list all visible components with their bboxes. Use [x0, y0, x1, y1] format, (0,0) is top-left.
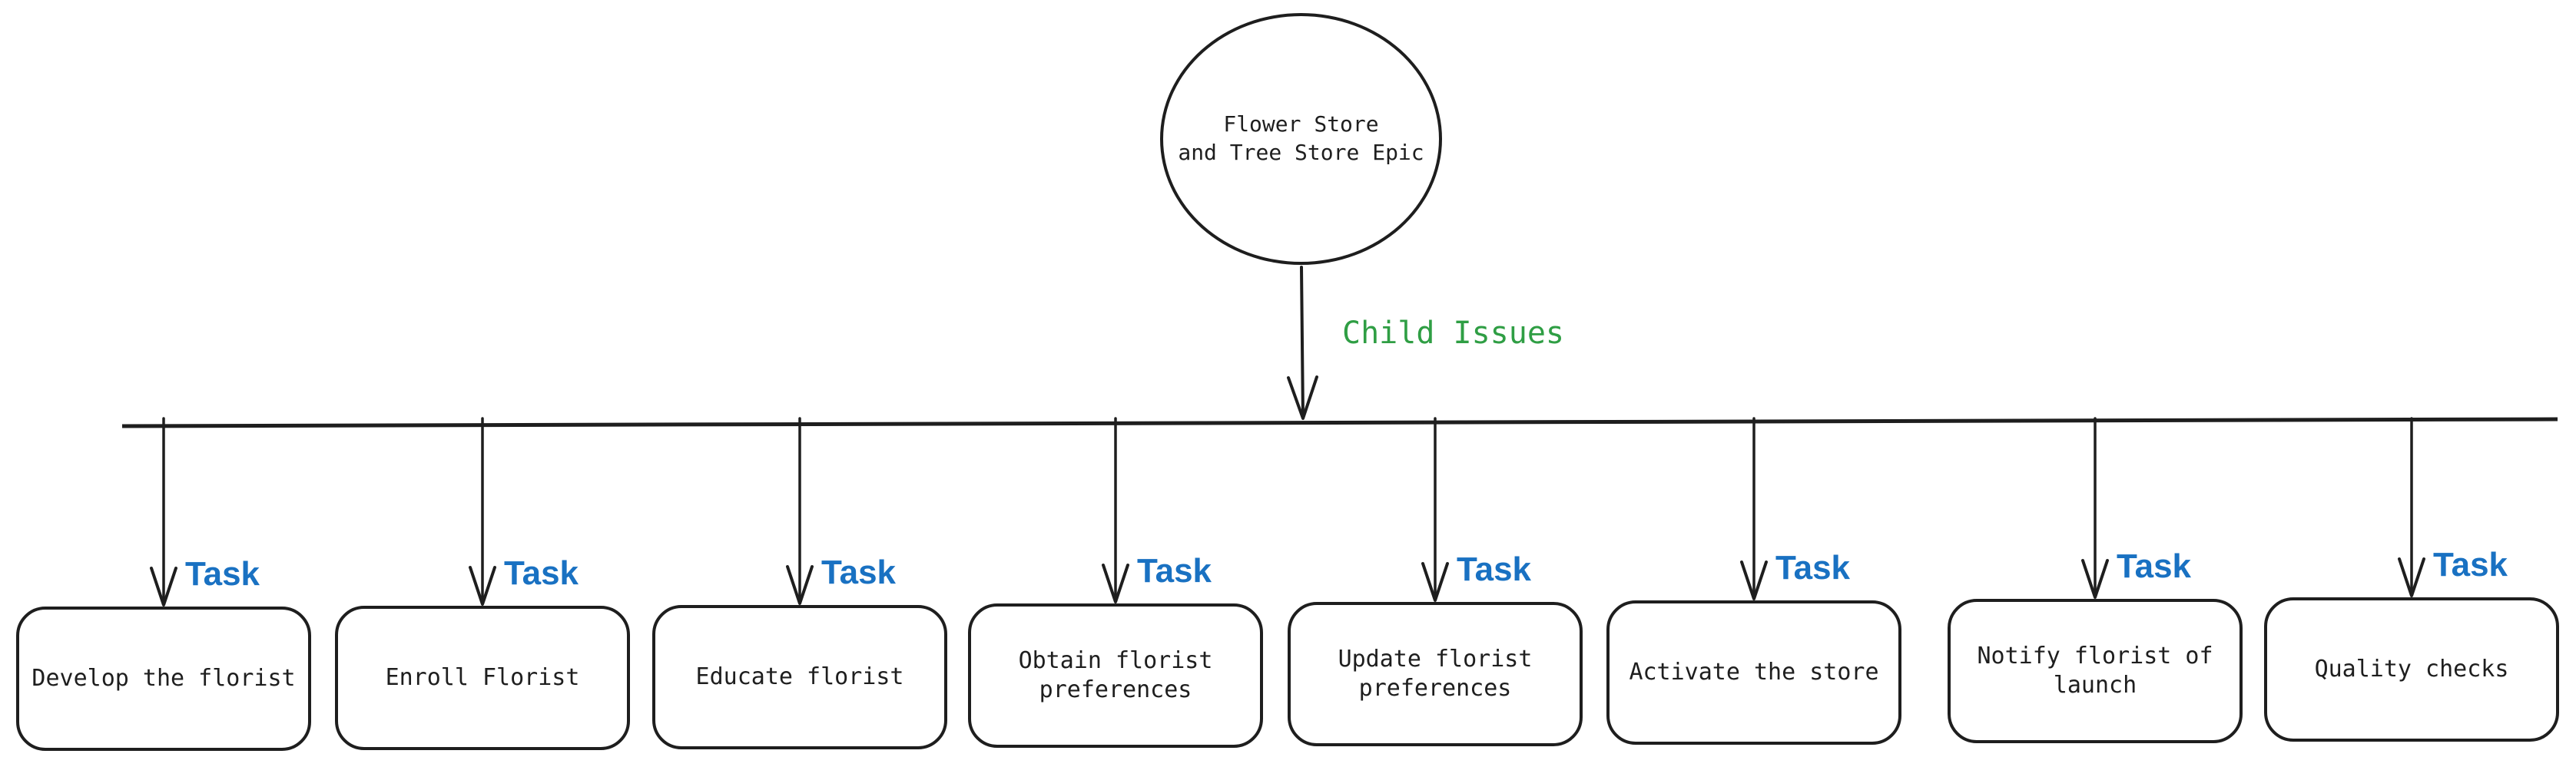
- task-arrow-5: [1421, 417, 1449, 602]
- epic-node: Flower Store and Tree Store Epic: [1160, 13, 1442, 265]
- task-node-label: Educate florist: [695, 663, 904, 690]
- task-arrow-1: [150, 417, 177, 607]
- task-arrow-4: [1102, 417, 1129, 603]
- task-arrow-2: [469, 417, 496, 606]
- task-node-update-florist-preferences: Update florist preferences: [1288, 602, 1583, 746]
- task-edge-label-6: Task: [1775, 549, 1851, 587]
- task-node-activate-the-store: Activate the store: [1606, 600, 1901, 745]
- task-arrow-7: [2081, 417, 2109, 599]
- task-node-obtain-florist-preferences: Obtain florist preferences: [968, 603, 1263, 748]
- task-node-quality-checks: Quality checks: [2264, 597, 2559, 742]
- task-node-educate-florist: Educate florist: [652, 605, 947, 749]
- task-node-notify-florist-of-launch: Notify florist of launch: [1948, 599, 2243, 743]
- task-edge-label-5: Task: [1457, 550, 1532, 588]
- task-node-label: Notify florist of launch: [1977, 642, 2213, 699]
- arrow-head-icon: [1421, 562, 1449, 602]
- task-edge-label-2: Task: [504, 554, 579, 592]
- task-node-label: Activate the store: [1629, 658, 1879, 686]
- arrow-head-icon: [1102, 564, 1129, 603]
- arrow-head-icon: [2081, 559, 2109, 599]
- arrow-head-icon: [469, 566, 496, 606]
- task-node-enroll-florist: Enroll Florist: [335, 606, 630, 750]
- task-edge-label-8: Task: [2433, 546, 2508, 584]
- child-issues-arrow: [1287, 266, 1318, 420]
- task-node-label: Obtain florist preferences: [1018, 646, 1213, 703]
- arrow-head-icon: [1740, 560, 1768, 600]
- arrow-head-icon: [150, 567, 177, 607]
- child-issues-edge-label: Child Issues: [1342, 316, 1564, 351]
- task-node-label: Quality checks: [2314, 655, 2509, 683]
- arrow-head-icon: [786, 565, 814, 605]
- task-node-label: Enroll Florist: [385, 663, 580, 691]
- arrow-head-icon: [1287, 375, 1318, 420]
- task-node-develop-the-florist: Develop the florist: [16, 607, 311, 751]
- branch-bar-line: [121, 417, 2558, 428]
- task-node-label: Update florist preferences: [1338, 645, 1533, 702]
- task-edge-label-7: Task: [2117, 547, 2192, 585]
- task-edge-label-3: Task: [821, 554, 897, 591]
- task-edge-label-1: Task: [185, 555, 260, 593]
- task-arrow-8: [2398, 417, 2425, 597]
- task-arrow-6: [1740, 417, 1768, 600]
- task-edge-label-4: Task: [1137, 552, 1212, 590]
- task-node-label: Develop the florist: [31, 664, 296, 692]
- epic-label: Flower Store and Tree Store Epic: [1178, 111, 1424, 165]
- arrow-shaft: [1300, 266, 1305, 419]
- task-arrow-3: [786, 417, 814, 605]
- arrow-head-icon: [2398, 557, 2425, 597]
